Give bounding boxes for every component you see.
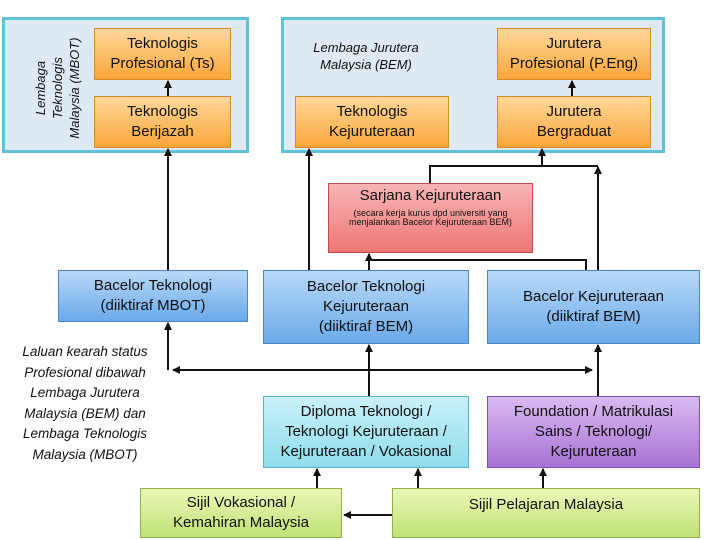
- teknologis-kejuruteraan-box[interactable]: Teknologis Kejuruteraan: [295, 96, 449, 148]
- teknologis-berijazah-box[interactable]: Teknologis Berijazah: [94, 96, 231, 148]
- sarjana-kejuruteraan-box[interactable]: Sarjana Kejuruteraan (secara kerja kurus…: [328, 183, 533, 253]
- spm-box[interactable]: Sijil Pelajaran Malaysia: [392, 488, 700, 538]
- jurutera-profesional-box[interactable]: Jurutera Profesional (P.Eng): [497, 28, 651, 80]
- line-sarjana-top: [429, 165, 598, 183]
- foundation-box[interactable]: Foundation / Matrikulasi Sains / Teknolo…: [487, 396, 700, 468]
- bacelor-kejuruteraan-box[interactable]: Bacelor Kejuruteraan (diiktiraf BEM): [487, 270, 700, 344]
- sijil-vokasional-box[interactable]: Sijil Vokasional / Kemahiran Malaysia: [140, 488, 342, 538]
- side-note: Laluan kearah status Profesional dibawah…: [22, 344, 148, 462]
- sarjana-title: Sarjana Kejuruteraan: [359, 187, 502, 204]
- diploma-box[interactable]: Diploma Teknologi / Teknologi Kejurutera…: [263, 396, 469, 468]
- jurutera-bergraduat-box[interactable]: Jurutera Bergraduat: [497, 96, 651, 148]
- bacelor-teknologi-kejuruteraan-box[interactable]: Bacelor Teknologi Kejuruteraan (diiktira…: [263, 270, 469, 344]
- bem-panel-label: Lembaga Jurutera Malaysia (BEM): [313, 40, 419, 72]
- teknologis-profesional-box[interactable]: Teknologis Profesional (Ts): [94, 28, 231, 80]
- sarjana-note: (secara kerja kurus dpd universiti yang …: [348, 208, 513, 227]
- bacelor-teknologi-box[interactable]: Bacelor Teknologi (diiktiraf MBOT): [58, 270, 248, 322]
- line-bk-to-sarjana: [369, 259, 587, 270]
